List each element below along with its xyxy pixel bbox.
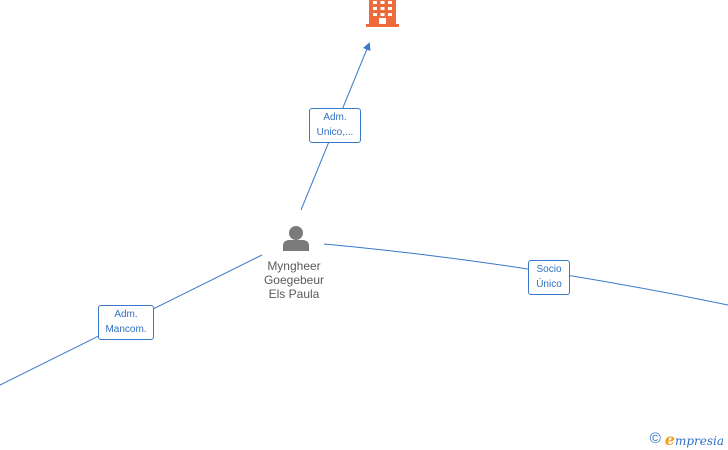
- edge-label-line: Mancom.: [105, 324, 147, 335]
- edge-label-line: Adm.: [114, 309, 138, 320]
- edge-label-adm-unico[interactable]: Adm. Unico,...: [309, 108, 361, 143]
- empresia-watermark: © empresia: [650, 429, 724, 449]
- person-name-label[interactable]: Myngheer Goegebeur Els Paula: [244, 259, 344, 301]
- brand-logo: empresia: [665, 430, 724, 449]
- person-name-line: Els Paula: [268, 287, 320, 301]
- person-name-line: Myngheer: [267, 259, 321, 273]
- edge-label-line: Socio: [536, 264, 562, 275]
- edge-label-adm-mancom[interactable]: Adm. Mancom.: [98, 305, 154, 340]
- building-icon[interactable]: [366, 0, 399, 27]
- copyright-symbol: ©: [649, 430, 661, 447]
- brand-initial: e: [664, 429, 675, 449]
- edge-label-line: Adm.: [323, 112, 347, 123]
- edge-label-line: Unico,...: [316, 127, 354, 138]
- person-icon[interactable]: [283, 226, 309, 251]
- brand-rest: mpresia: [674, 433, 724, 448]
- edge-label-line: Único: [536, 279, 562, 290]
- edge-line-socio-unico: [323, 243, 728, 306]
- edge-label-socio-unico[interactable]: Socio Único: [528, 260, 570, 295]
- person-name-line: Goegebeur: [263, 273, 325, 287]
